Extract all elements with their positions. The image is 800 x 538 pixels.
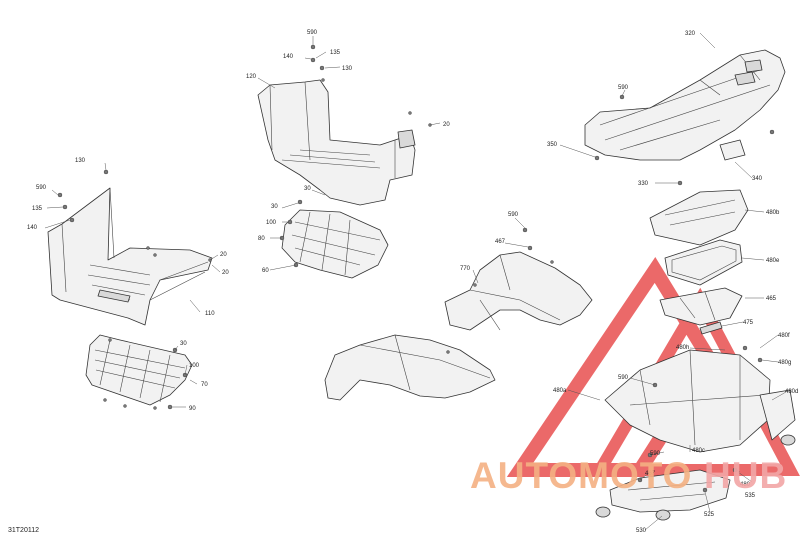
callout-480b: 480b [766, 210, 780, 216]
callout-110: 110 [205, 311, 215, 317]
callout-20: 20 [222, 270, 229, 276]
reference-code: 31T20112 [8, 527, 39, 534]
callout-480e: 480e [766, 258, 780, 264]
callout-135: 135 [32, 206, 43, 212]
center-upper-body [257, 79, 416, 206]
fasteners [57, 44, 775, 493]
callout-480d: 480d [785, 389, 798, 395]
callout-480c: 480c [692, 448, 705, 454]
callout-60: 60 [262, 268, 269, 274]
callout-590: 590 [508, 212, 519, 218]
callout-525: 525 [704, 512, 715, 518]
callout-30: 30 [304, 186, 311, 192]
callout-475: 475 [743, 320, 754, 326]
callout-90: 90 [189, 406, 196, 412]
callout-350: 350 [547, 142, 558, 148]
callout-130: 130 [342, 66, 353, 72]
callout-135: 135 [330, 50, 341, 56]
callout-590: 590 [650, 451, 661, 457]
callout-labels: 590 140 135 130 120 20 30 30 100 80 60 1… [27, 30, 798, 534]
watermark-brand-part2: HUB [704, 455, 787, 496]
callout-30: 30 [180, 341, 187, 347]
gasket [664, 239, 743, 286]
callout-535: 535 [745, 493, 756, 499]
callout-480a: 480a [553, 388, 567, 394]
rear-rack [584, 49, 786, 161]
callout-20: 20 [443, 122, 450, 128]
left-footrest-plate [85, 334, 193, 406]
callout-320: 320 [685, 31, 696, 37]
callout-140: 140 [27, 225, 38, 231]
callout-480h: 480h [676, 345, 689, 351]
callout-480f: 480f [778, 333, 790, 339]
storage-lid [649, 189, 749, 246]
callout-530: 530 [636, 528, 647, 534]
callout-100: 100 [189, 363, 200, 369]
callout-770: 770 [460, 266, 471, 272]
left-footrest-assembly [47, 187, 213, 326]
callout-100: 100 [266, 220, 277, 226]
callout-20: 20 [220, 252, 227, 258]
callout-120: 120 [246, 74, 257, 80]
callout-590: 590 [618, 375, 629, 381]
watermark-brand-part1: AUTOMOTO [470, 455, 692, 496]
callout-80: 80 [258, 236, 265, 242]
callout-465: 465 [766, 296, 777, 302]
watermark-brand: AUTOMOTO HUB [470, 455, 787, 496]
callout-467: 467 [645, 471, 656, 477]
callout-30: 30 [271, 204, 278, 210]
callout-340: 340 [752, 176, 763, 182]
callout-480g: 480g [778, 360, 791, 366]
tray [659, 287, 743, 335]
callout-140: 140 [283, 54, 294, 60]
callout-590: 590 [618, 85, 629, 91]
callout-590: 590 [36, 185, 47, 191]
callout-130: 130 [75, 158, 86, 164]
center-plate [281, 209, 389, 279]
leader-lines [44, 32, 787, 531]
callout-467: 467 [495, 239, 506, 245]
callout-590: 590 [307, 30, 318, 36]
callout-480: 480 [740, 482, 751, 488]
rear-storage-box [604, 349, 796, 453]
front-fender-lower [324, 334, 496, 401]
front-fender-upper [444, 251, 593, 331]
callout-330: 330 [638, 181, 649, 187]
left-footrest-panel [47, 187, 213, 326]
callout-70: 70 [201, 382, 208, 388]
